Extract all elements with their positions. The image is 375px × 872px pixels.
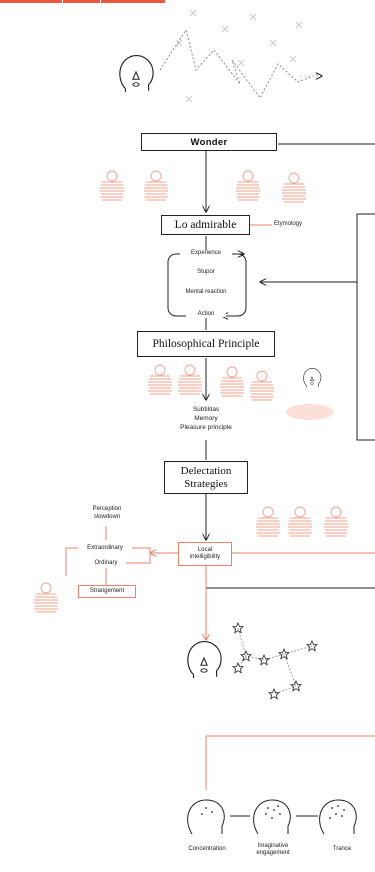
principle-item: Pleasure principle [180, 423, 232, 431]
star-icon [258, 654, 270, 666]
connector-line [205, 566, 375, 589]
perception-line-1: Perception [92, 506, 122, 512]
cycle-action: Action [186, 311, 226, 317]
branch-line [65, 547, 80, 576]
state-concentration: Concentration [188, 846, 226, 852]
wonder-node: Wonder [141, 133, 277, 151]
face-icon [187, 641, 222, 679]
blur-sketch [286, 404, 334, 420]
cycle-mental-reaction: Mental reaction [185, 289, 227, 295]
cycle-experience: Experience [180, 250, 232, 256]
star-icon [268, 688, 280, 700]
star-icon [232, 622, 244, 634]
principle-item: Subtilitas [192, 406, 220, 413]
perception-slowdown-label: Perception slowdown [80, 506, 134, 522]
strangement-label: Strangement [89, 588, 125, 595]
local-line-1: Local [197, 547, 213, 554]
principles-list: Subtilitas Memory Pleasure principle [168, 406, 244, 432]
state-heads [187, 799, 357, 835]
delectation-line-2: Strategies [184, 477, 228, 490]
constellation [232, 622, 318, 700]
sparkle-decoration [175, 9, 303, 103]
branch-line [126, 547, 151, 553]
side-panel [356, 213, 375, 441]
tab-divider [100, 0, 101, 3]
cycle-loop [167, 253, 247, 317]
cycle-stupor: Stupor [197, 269, 215, 275]
ordinary-label: Ordinary [86, 560, 126, 566]
face-icon [303, 368, 322, 388]
delectation-strategies-node: Delectation Strategies [164, 461, 248, 494]
head-dots [201, 805, 345, 819]
philosophical-principle-label: Philosophical Principle [152, 338, 260, 350]
lo-admirable-label: Lo admirable [174, 219, 237, 231]
extraordinary-label: Extraordinary [78, 545, 132, 551]
philosophical-principle-node: Philosophical Principle [137, 331, 275, 357]
lo-admirable-node: Lo admirable [161, 215, 250, 235]
principle-item: Memory [194, 414, 218, 422]
face-icon [119, 55, 154, 93]
wave-path [159, 28, 319, 99]
perception-line-2: slowdown [93, 513, 121, 520]
state-imaginative-engagement: Imaginative engagement [256, 843, 290, 857]
top-tab-1[interactable] [0, 0, 165, 3]
star-icon [306, 640, 318, 652]
strangement-node: Strangement [78, 585, 136, 598]
wonder-label: Wonder [190, 136, 228, 148]
etymology-label: Etymology [274, 221, 303, 227]
local-intelligibility-node: Local intelligibility [178, 542, 232, 566]
branch-line [126, 553, 151, 564]
tab-divider [62, 0, 63, 3]
delectation-line-1: Delectation [180, 465, 232, 478]
local-line-2: intelligibility [189, 554, 221, 560]
state-trance: Trance [332, 846, 352, 852]
